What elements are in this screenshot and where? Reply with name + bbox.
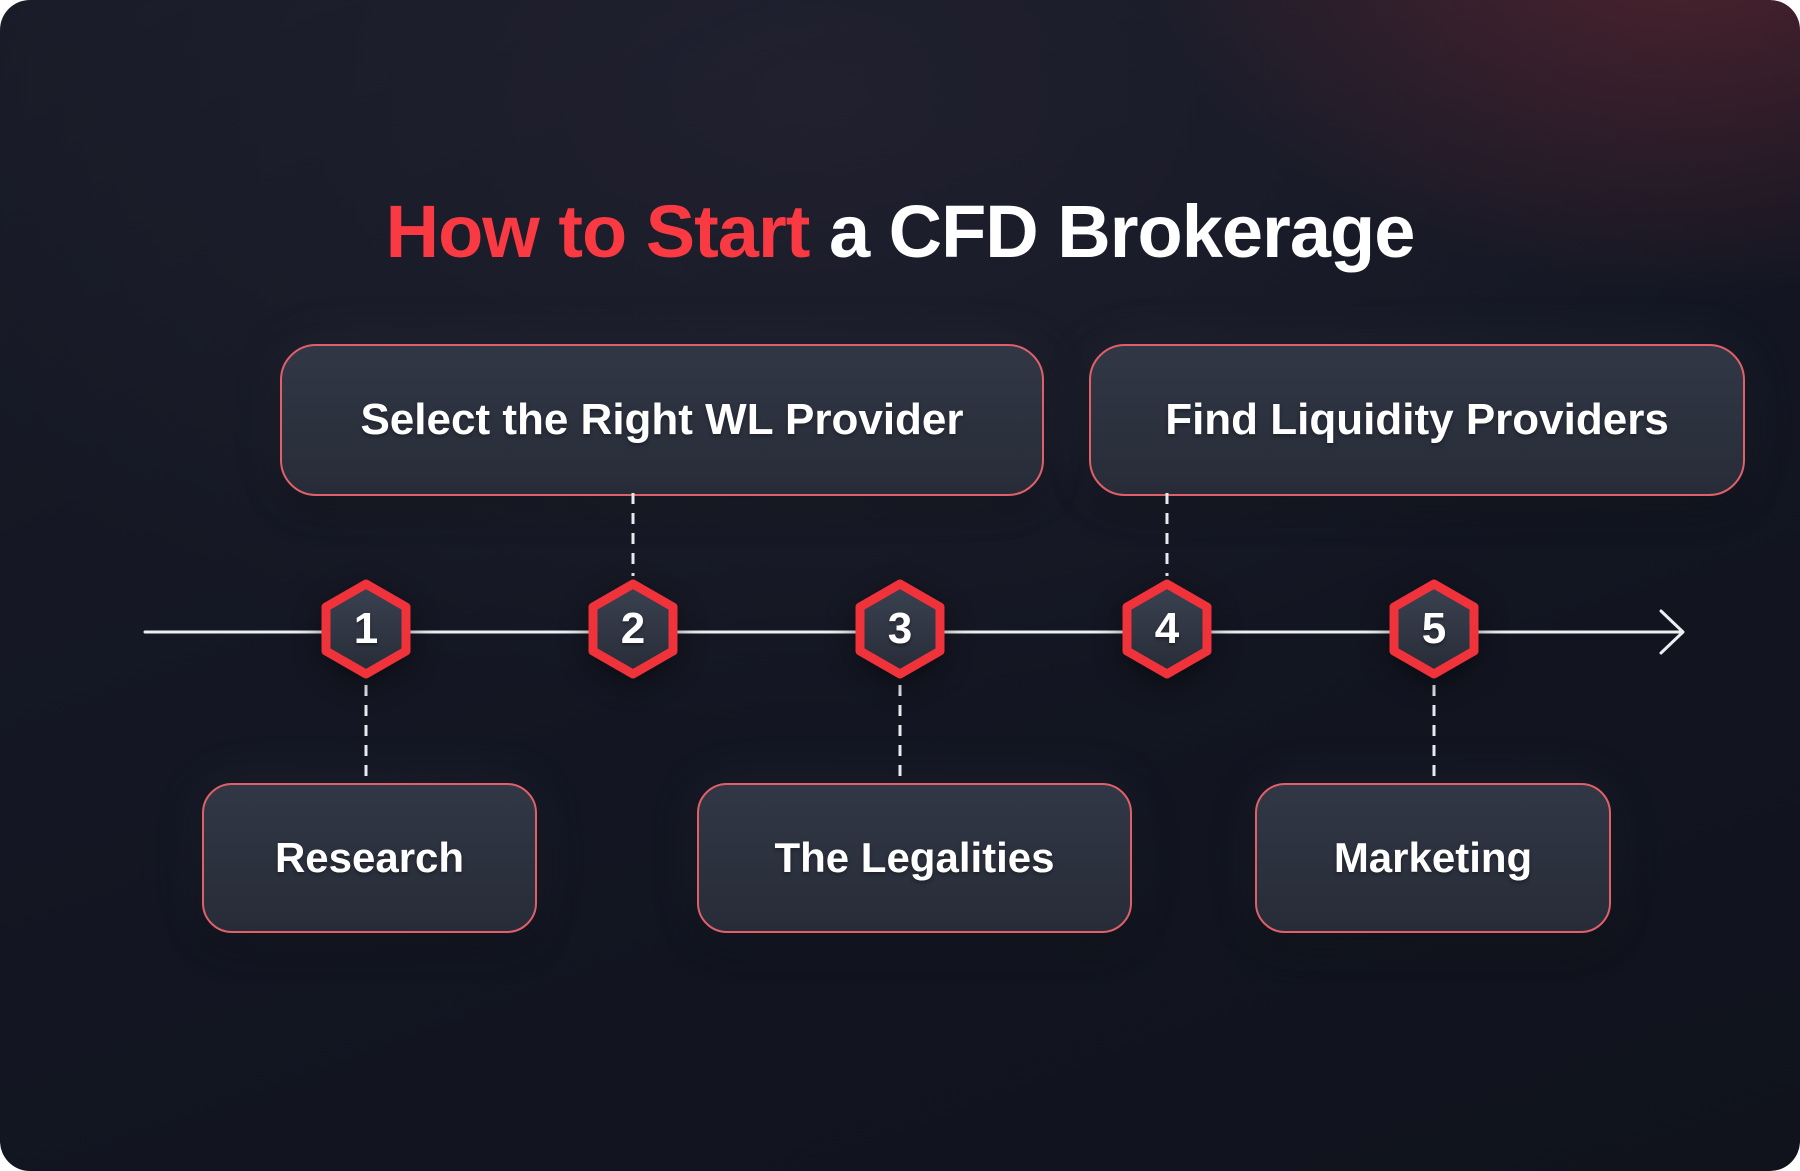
- title-highlight: How to Start: [385, 189, 811, 273]
- hexagon-icon: [855, 579, 945, 679]
- step-number: 2: [620, 604, 646, 653]
- hexagon-step-2: 2: [587, 578, 679, 680]
- hexagon-step-4: 4: [1121, 578, 1213, 680]
- page-title: How to Start a CFD Brokerage: [0, 186, 1800, 279]
- hexagon-step-3: 3: [854, 578, 946, 680]
- step-box-label: Research: [274, 834, 465, 881]
- step-box-find-liquidity-providers: Find Liquidity Providers: [1089, 344, 1745, 496]
- hexagon-icon: [321, 579, 411, 679]
- step-box-label: Select the Right WL Provider: [360, 395, 964, 444]
- step-box-the-legalities: The Legalities: [697, 783, 1132, 933]
- timeline-arrow-icon: [1659, 609, 1685, 655]
- hexagon-icon: [588, 579, 678, 679]
- hexagon-icon: [1389, 579, 1479, 679]
- step-box-research: Research: [202, 783, 537, 933]
- step-number: 5: [1421, 604, 1447, 653]
- hexagon-step-5: 5: [1388, 578, 1480, 680]
- step-box-label: Marketing: [1333, 834, 1533, 881]
- step-number: 4: [1154, 604, 1180, 653]
- hexagon-step-1: 1: [320, 578, 412, 680]
- step-box-marketing: Marketing: [1255, 783, 1611, 933]
- step-box-label: Find Liquidity Providers: [1165, 395, 1669, 444]
- step-number: 1: [353, 604, 379, 653]
- step-number: 3: [887, 604, 913, 653]
- step-box-select-wl-provider: Select the Right WL Provider: [280, 344, 1044, 496]
- step-box-label: The Legalities: [774, 834, 1055, 881]
- title-rest: a CFD Brokerage: [809, 189, 1415, 273]
- hexagon-icon: [1122, 579, 1212, 679]
